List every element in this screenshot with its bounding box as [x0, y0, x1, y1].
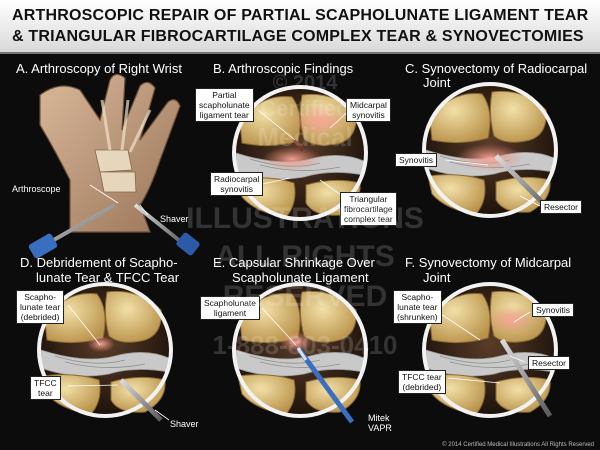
title-bar: ARTHROSCOPIC REPAIR OF PARTIAL SCAPHOLUN…: [0, 0, 600, 54]
label-sl-tear-shrunken: Scapho- lunate tear (shrunken): [393, 290, 442, 324]
label-sl-tear-debrided: Scapho- lunate tear (debrided): [16, 290, 65, 324]
scope-view-b: [232, 85, 368, 221]
label-tfcc-debrided: TFCC tear (debrided): [398, 370, 446, 394]
hand-illustration: [28, 73, 200, 259]
panel-a-title: A. Arthroscopy of Right Wrist: [16, 61, 182, 76]
label-synovitis-c: Synovitis: [395, 153, 438, 167]
label-shaver-d: Shaver: [170, 419, 199, 429]
panel-b-title: B. Arthroscopic Findings: [213, 61, 354, 76]
label-shaver-a: Shaver: [160, 214, 189, 224]
label-midcarpal-synovitis: Midcarpal synovitis: [346, 98, 391, 122]
label-sl-ligament: Scapholunate ligament: [200, 296, 260, 320]
title-line-1: ARTHROSCOPIC REPAIR OF PARTIAL SCAPHOLUN…: [12, 7, 589, 24]
panel-d-title-line-1: D. Debridement of Scapho-: [20, 255, 178, 270]
scope-view-d: [37, 282, 173, 422]
label-mitek-vapr: Mitek VAPR: [368, 413, 392, 433]
scope-view-c: [422, 82, 558, 218]
label-tfcc-tear-d: TFCC tear: [30, 376, 61, 400]
scope-view-f: [422, 282, 558, 418]
label-resector-f: Resector: [528, 356, 571, 370]
title-line-2: & TRIANGULAR FIBROCARTILAGE COMPLEX TEAR…: [12, 28, 584, 45]
panel-f-title-line-1: F. Synovectomy of Midcarpal: [405, 255, 572, 270]
panel-d-title-line-2: lunate Tear & TFCC Tear: [36, 270, 180, 285]
label-resector-c: Resector: [540, 200, 583, 214]
label-partial-sl-tear: Partial scapholunate ligament tear: [195, 88, 254, 122]
label-arthroscope: Arthroscope: [12, 184, 61, 194]
copyright-footer: © 2014 Certified Medical Illustrations A…: [442, 442, 594, 448]
panel-c-title-line-2: Joint: [423, 75, 451, 90]
panel-c-title-line-1: C. Synovectomy of Radiocarpal: [405, 61, 588, 76]
label-tfcc-complex-tear: Triangular fibrocartilage complex tear: [340, 192, 397, 226]
label-synovitis-f: Synovitis: [532, 303, 575, 317]
panel-e-title-line-2: Scapholunate Ligament: [232, 270, 369, 285]
panel-e-title-line-1: E. Capsular Shrinkage Over: [213, 255, 375, 270]
label-radiocarpal-synovitis: Radiocarpal synovitis: [210, 172, 264, 196]
panel-f-title-line-2: Joint: [423, 270, 451, 285]
scope-view-e: [232, 282, 368, 424]
